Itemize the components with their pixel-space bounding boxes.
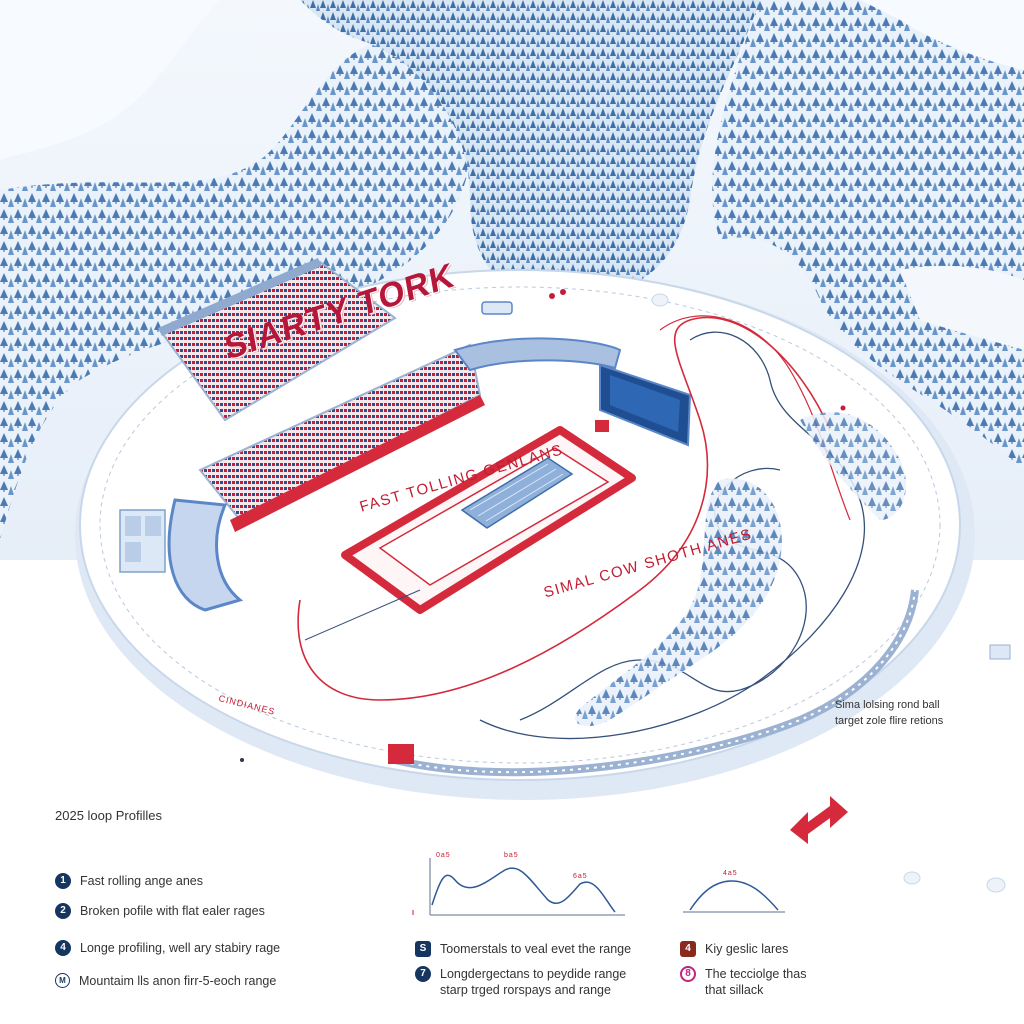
- legend-item-4: M Mountaim lls anon firr-5-eoch range: [55, 973, 276, 989]
- legend-title: 2025 loop Profilles: [55, 808, 162, 823]
- forest-right-edge: [800, 412, 907, 520]
- course-straight: [304, 589, 421, 641]
- chart1-peak-3: 6a5: [573, 873, 588, 880]
- stand-curve: [167, 498, 244, 612]
- legend-item-5: S Toomerstals to veal evet the range: [415, 941, 631, 957]
- legend-item-3: 4 Longe profiling, well ary stabiry rage: [55, 940, 280, 956]
- badge-1: 1: [55, 873, 71, 889]
- badge-5: S: [415, 941, 431, 957]
- forest-left: [0, 38, 472, 541]
- profile-chart-1: [412, 858, 625, 916]
- red-sign-range: [595, 420, 609, 432]
- course-loop-c: [659, 315, 851, 521]
- legend-item-8: 8 The tecciolge thas that sillack: [680, 966, 806, 998]
- legend-text-8b: that sillack: [705, 983, 764, 997]
- profile-line-2: [689, 880, 779, 911]
- side-note-line1: Sima lolsing rond ball: [835, 699, 940, 711]
- side-note: Sima lolsing rond ball target zole flire…: [835, 697, 943, 729]
- legend-text-3: Longe profiling, well ary stabiry rage: [80, 941, 281, 955]
- legend-text-7: Kiy geslic lares: [705, 942, 789, 956]
- badge-8: 8: [680, 966, 696, 982]
- legend-text-2: Broken pofile with flat ealer rages: [80, 904, 265, 918]
- legend-text-6b: starp trged rorspays and range: [440, 983, 611, 997]
- direction-arrow-icon: [790, 796, 848, 844]
- badge-3: 4: [55, 940, 71, 956]
- forest-inner: [575, 478, 782, 727]
- profile-line-1: [431, 867, 616, 913]
- stand-front-wall: [230, 395, 485, 532]
- grandstand-roof: [158, 258, 322, 336]
- bus: [481, 301, 513, 315]
- course-loop-red: [297, 316, 831, 701]
- legend-text-4: Mountaim lls anon firr-5-eoch range: [79, 974, 277, 988]
- legend-item-6: 7 Longdergectans to peydide range starp …: [415, 966, 626, 998]
- legend-text-5: Toomerstals to veal evet the range: [440, 942, 632, 956]
- legend-item-1: 1 Fast rolling ange anes: [55, 873, 203, 889]
- badge-2: 2: [55, 903, 71, 919]
- legend-item-2: 2 Broken pofile with flat ealer rages: [55, 903, 265, 919]
- side-note-line2: target zole flire retions: [835, 715, 944, 727]
- chart1-peak-1: 0a5: [436, 852, 451, 859]
- legend-text-8a: The tecciolge thas: [705, 967, 807, 981]
- badge-6: 7: [415, 966, 431, 982]
- snow-ridge-mid-right: [900, 265, 1024, 350]
- legend-item-7: 4 Kiy geslic lares: [680, 941, 788, 957]
- stand-backwall: [453, 337, 622, 372]
- chart2-peak-1: 4a5: [723, 870, 738, 877]
- red-sign-bottom: [388, 744, 414, 764]
- snow-ridge-right: [860, 0, 1024, 70]
- chart1-peak-2: ba5: [504, 852, 519, 859]
- snow-ridge-left: [0, 0, 220, 160]
- forest-right: [712, 0, 1024, 470]
- badge-7: 4: [680, 941, 696, 957]
- legend-text-1: Fast rolling ange anes: [80, 874, 203, 888]
- badge-4: M: [55, 973, 70, 988]
- legend-text-6a: Longdergectans to peydide range: [440, 967, 627, 981]
- forest-top-center: [300, 0, 760, 300]
- course-loop-a: [479, 331, 865, 740]
- profile-chart-2: [683, 880, 785, 913]
